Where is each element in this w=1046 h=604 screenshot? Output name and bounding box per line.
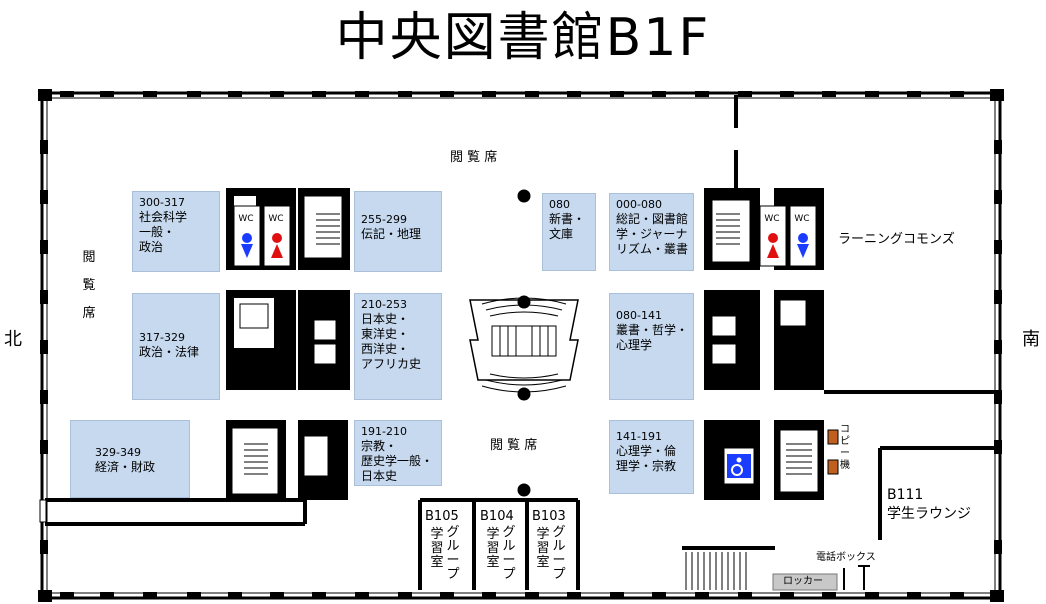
wall-pillars [38, 89, 1004, 602]
room-b105-name-group: グ ル ー プ [446, 525, 460, 582]
copier-label: コ ピ ー 機 [840, 424, 850, 471]
locker-label: ロッカー [783, 576, 823, 587]
room-b104-name: 学 習 室 [486, 527, 500, 570]
female-icon [768, 233, 778, 243]
room-b105-name: 学 習 室 [430, 527, 444, 570]
locker-box [772, 573, 838, 591]
male-icon [798, 233, 808, 243]
central-staircase [469, 189, 579, 497]
room-b104-number: B104 [480, 509, 514, 524]
room-b103-name-group: グ ル ー プ [552, 525, 566, 582]
right-stair-treads [716, 213, 812, 475]
phone-booths [843, 565, 870, 590]
copier-icon [827, 429, 839, 475]
south-stair [685, 552, 747, 590]
map-title: 中央図書館B1F [335, 8, 711, 68]
right-restrooms [759, 205, 817, 267]
partition-walls [45, 95, 998, 590]
wc-label-male-left: WC [238, 214, 254, 224]
accessible-toilet-icon [727, 454, 751, 478]
left-stair-treads [244, 213, 340, 475]
left-stairs [231, 195, 343, 495]
wc-label-female-left: WC [268, 214, 284, 224]
left-restrooms [233, 205, 291, 267]
wc-label-male-right: WC [794, 214, 810, 224]
south-label: 南 [1022, 329, 1040, 350]
learning-commons-label: ラーニングコモンズ [838, 232, 955, 247]
room-b105-number: B105 [425, 509, 459, 524]
room-b103-number: B103 [532, 509, 566, 524]
room-b104-name-group: グ ル ー プ [502, 525, 516, 582]
west-door [39, 499, 47, 523]
male-icon [242, 233, 252, 243]
female-icon [272, 233, 282, 243]
reading-area-left: 閲 覧 席 [82, 250, 96, 321]
room-b103-name: 学 習 室 [536, 527, 550, 570]
phone-box-label: 電話ボックス [816, 552, 876, 563]
wc-label-female-right: WC [764, 214, 780, 224]
north-label: 北 [4, 329, 22, 350]
reading-area-middle: 閲 覧 席 [490, 438, 538, 453]
reading-area-top: 閲 覧 席 [450, 150, 498, 165]
